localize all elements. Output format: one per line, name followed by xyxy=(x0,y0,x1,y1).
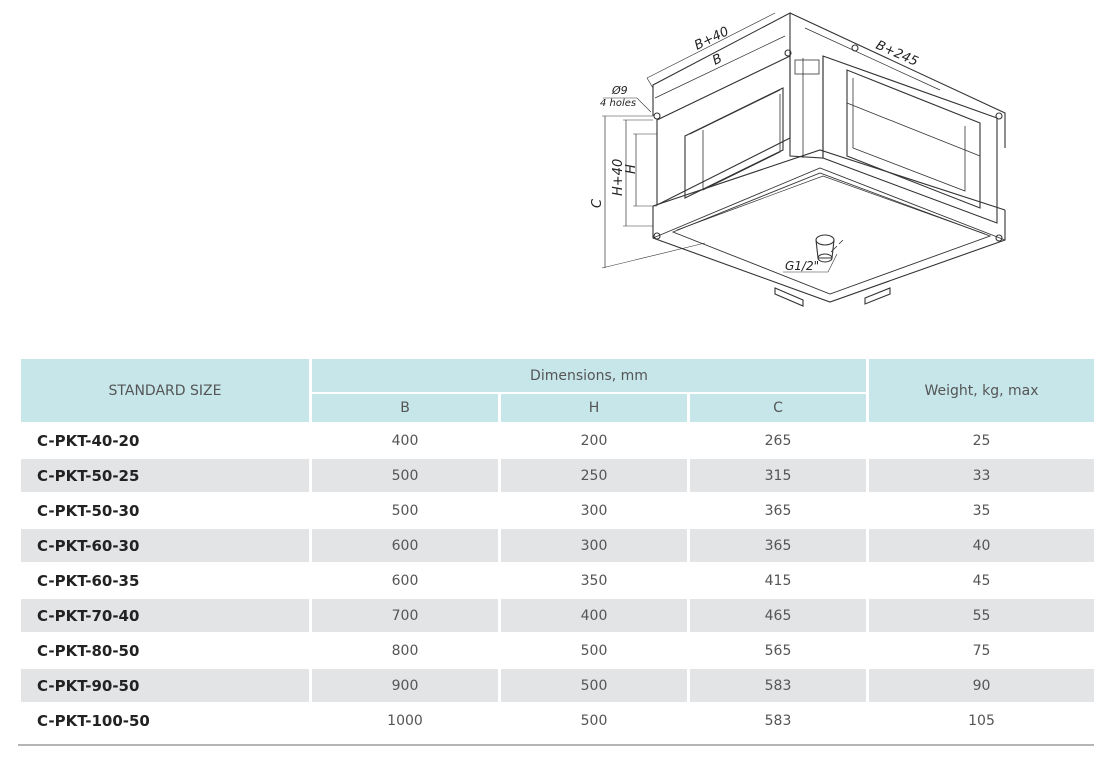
cell-b: 500 xyxy=(312,459,498,492)
label-h-plus-40: H+40 xyxy=(611,159,626,196)
label-h: H xyxy=(624,164,639,174)
cell-size: C-PKT-70-40 xyxy=(21,599,309,632)
cell-size: C-PKT-50-25 xyxy=(21,459,309,492)
cell-c: 315 xyxy=(690,459,866,492)
drip-tray-isometric-drawing: B+40 B B+245 Ø9 4 holes H+40 H C G1/2" xyxy=(590,12,1006,307)
cell-h: 200 xyxy=(580,432,608,449)
cell-b: 800 xyxy=(391,642,419,659)
cell-c: 583 xyxy=(690,669,866,702)
label-b-plus-40: B+40 xyxy=(692,24,731,53)
cell-c: 265 xyxy=(764,432,792,449)
table-row: C-PKT-90-50 900 500 583 90 xyxy=(21,669,1094,702)
cell-b: 500 xyxy=(391,502,419,519)
cell-weight: 40 xyxy=(869,529,1094,562)
cell-h: 500 xyxy=(580,712,608,729)
header-weight: Weight, kg, max xyxy=(869,359,1094,422)
table-row: C-PKT-40-20 400 200 265 25 xyxy=(21,424,1094,457)
header-h: H xyxy=(501,394,687,422)
table-row: C-PKT-70-40 700 400 465 55 xyxy=(21,599,1094,632)
cell-size: C-PKT-60-30 xyxy=(21,529,309,562)
cell-weight: 55 xyxy=(869,599,1094,632)
label-thread: G1/2" xyxy=(785,259,819,273)
cell-b: 900 xyxy=(312,669,498,702)
cell-b: 400 xyxy=(391,432,419,449)
table-row: C-PKT-60-35 600 350 415 45 xyxy=(21,564,1094,597)
cell-weight: 35 xyxy=(972,502,991,519)
table-row: C-PKT-50-25 500 250 315 33 xyxy=(21,459,1094,492)
cell-c: 565 xyxy=(764,642,792,659)
cell-b: 700 xyxy=(312,599,498,632)
table-row: C-PKT-100-50 1000 500 583 105 xyxy=(21,704,1094,737)
cell-size: C-PKT-40-20 xyxy=(37,431,140,450)
cell-h: 300 xyxy=(501,529,687,562)
cell-b: 600 xyxy=(391,572,419,589)
technical-drawing: B+40 B B+245 Ø9 4 holes H+40 H C G1/2" xyxy=(585,8,1030,308)
header-c: C xyxy=(690,394,866,422)
cell-b: 600 xyxy=(312,529,498,562)
cell-weight: 45 xyxy=(972,572,991,589)
cell-weight: 33 xyxy=(869,459,1094,492)
cell-size: C-PKT-60-35 xyxy=(37,571,140,590)
label-holes: 4 holes xyxy=(600,98,636,109)
cell-c: 415 xyxy=(764,572,792,589)
cell-weight: 75 xyxy=(972,642,991,659)
specifications-table: STANDARD SIZE Dimensions, mm Weight, kg,… xyxy=(18,357,1097,739)
cell-size: C-PKT-100-50 xyxy=(37,711,150,730)
header-dimensions: Dimensions, mm xyxy=(312,359,866,392)
label-hole-diameter: Ø9 xyxy=(611,84,628,97)
cell-size: C-PKT-50-30 xyxy=(37,501,140,520)
table-row: C-PKT-50-30 500 300 365 35 xyxy=(21,494,1094,527)
cell-c: 583 xyxy=(764,712,792,729)
label-b-plus-245: B+245 xyxy=(873,38,920,70)
cell-c: 465 xyxy=(690,599,866,632)
cell-weight: 25 xyxy=(972,432,991,449)
label-c: C xyxy=(590,198,605,208)
table-row: C-PKT-60-30 600 300 365 40 xyxy=(21,529,1094,562)
cell-h: 500 xyxy=(501,669,687,702)
cell-h: 400 xyxy=(501,599,687,632)
cell-h: 500 xyxy=(580,642,608,659)
cell-weight: 105 xyxy=(968,712,995,729)
cell-c: 365 xyxy=(690,529,866,562)
header-standard-size: STANDARD SIZE xyxy=(21,359,309,422)
cell-h: 350 xyxy=(580,572,608,589)
table-row: C-PKT-80-50 800 500 565 75 xyxy=(21,634,1094,667)
header-b: B xyxy=(312,394,498,422)
cell-c: 365 xyxy=(764,502,792,519)
cell-size: C-PKT-80-50 xyxy=(37,641,140,660)
table-bottom-rule xyxy=(18,744,1094,746)
cell-weight: 90 xyxy=(869,669,1094,702)
cell-h: 300 xyxy=(580,502,608,519)
cell-b: 1000 xyxy=(387,712,423,729)
cell-size: C-PKT-90-50 xyxy=(21,669,309,702)
cell-h: 250 xyxy=(501,459,687,492)
